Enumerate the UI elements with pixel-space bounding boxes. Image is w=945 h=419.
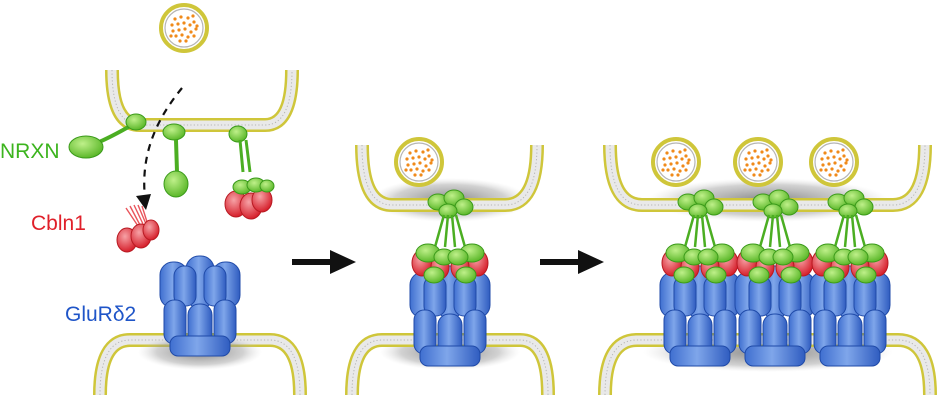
glurd2-receptor — [735, 266, 815, 366]
glurd2-receptor — [810, 266, 890, 366]
cbln1-molecule — [117, 205, 159, 252]
glurd2-receptor — [410, 266, 490, 366]
synaptic-vesicle — [811, 139, 857, 185]
stage-transition-arrow — [292, 250, 356, 274]
trafficking-arrowhead — [136, 194, 151, 210]
stage-2-single-complex — [352, 139, 548, 395]
nrxn-molecule — [163, 124, 188, 197]
label-glurd2: GluRδ2 — [65, 303, 136, 326]
label-cbln1: Cbln1 — [31, 212, 86, 235]
label-nrxn: NRXN — [0, 140, 60, 163]
synaptic-vesicle — [653, 139, 699, 185]
glurd2-receptor — [660, 266, 740, 366]
synaptic-vesicle — [161, 5, 207, 51]
stage-transition-arrow — [540, 250, 604, 274]
stage-3-clustered-complexes — [605, 139, 930, 395]
glurd2-receptor — [160, 256, 240, 356]
synaptic-vesicle — [735, 139, 781, 185]
synaptic-vesicle — [396, 139, 442, 185]
nrxn-molecule — [69, 114, 146, 158]
nrxn-cbln1-complex — [225, 126, 274, 219]
stage-1-before-contact: NRXN Cbln1 GluRδ2 — [0, 5, 300, 395]
